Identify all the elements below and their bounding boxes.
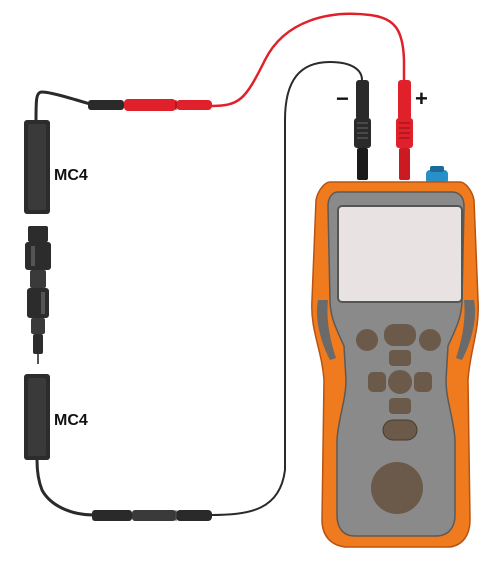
mc4-connector-bottom-icon [24, 374, 50, 460]
start-test-button [371, 462, 423, 514]
nav-up-button [389, 350, 411, 366]
nav-down-button [389, 398, 411, 414]
red-inline-connector [88, 99, 212, 111]
mc4-bottom-label: MC4 [54, 412, 88, 429]
meter-grip-right [456, 300, 476, 360]
black-wire-left [35, 459, 95, 517]
plus-label: + [415, 86, 428, 111]
red-test-probe [396, 80, 413, 180]
meter-screen [337, 205, 463, 303]
black-test-probe [354, 80, 371, 180]
nav-right-button [414, 372, 432, 392]
nav-enter-button [388, 370, 412, 394]
softkey-left-button [356, 329, 378, 351]
minus-label: − [336, 86, 349, 111]
mc4-top-label: MC4 [54, 167, 88, 184]
black-wire [209, 60, 363, 516]
black-inline-connector [92, 510, 212, 521]
mc4-plug-pair-icon [25, 226, 51, 364]
red-wire [209, 12, 406, 108]
function-button [382, 419, 418, 441]
softkey-center-button [384, 324, 416, 346]
red-lead [34, 12, 413, 180]
rotary-knob-icon [426, 166, 448, 184]
meter-keypad [356, 324, 441, 514]
meter-grip-left [316, 300, 336, 360]
softkey-right-button [419, 329, 441, 351]
mc4-connector-top-icon [24, 120, 50, 214]
black-lead [35, 60, 371, 521]
red-wire-left [34, 90, 91, 121]
nav-left-button [368, 372, 386, 392]
multimeter-icon [311, 166, 480, 548]
